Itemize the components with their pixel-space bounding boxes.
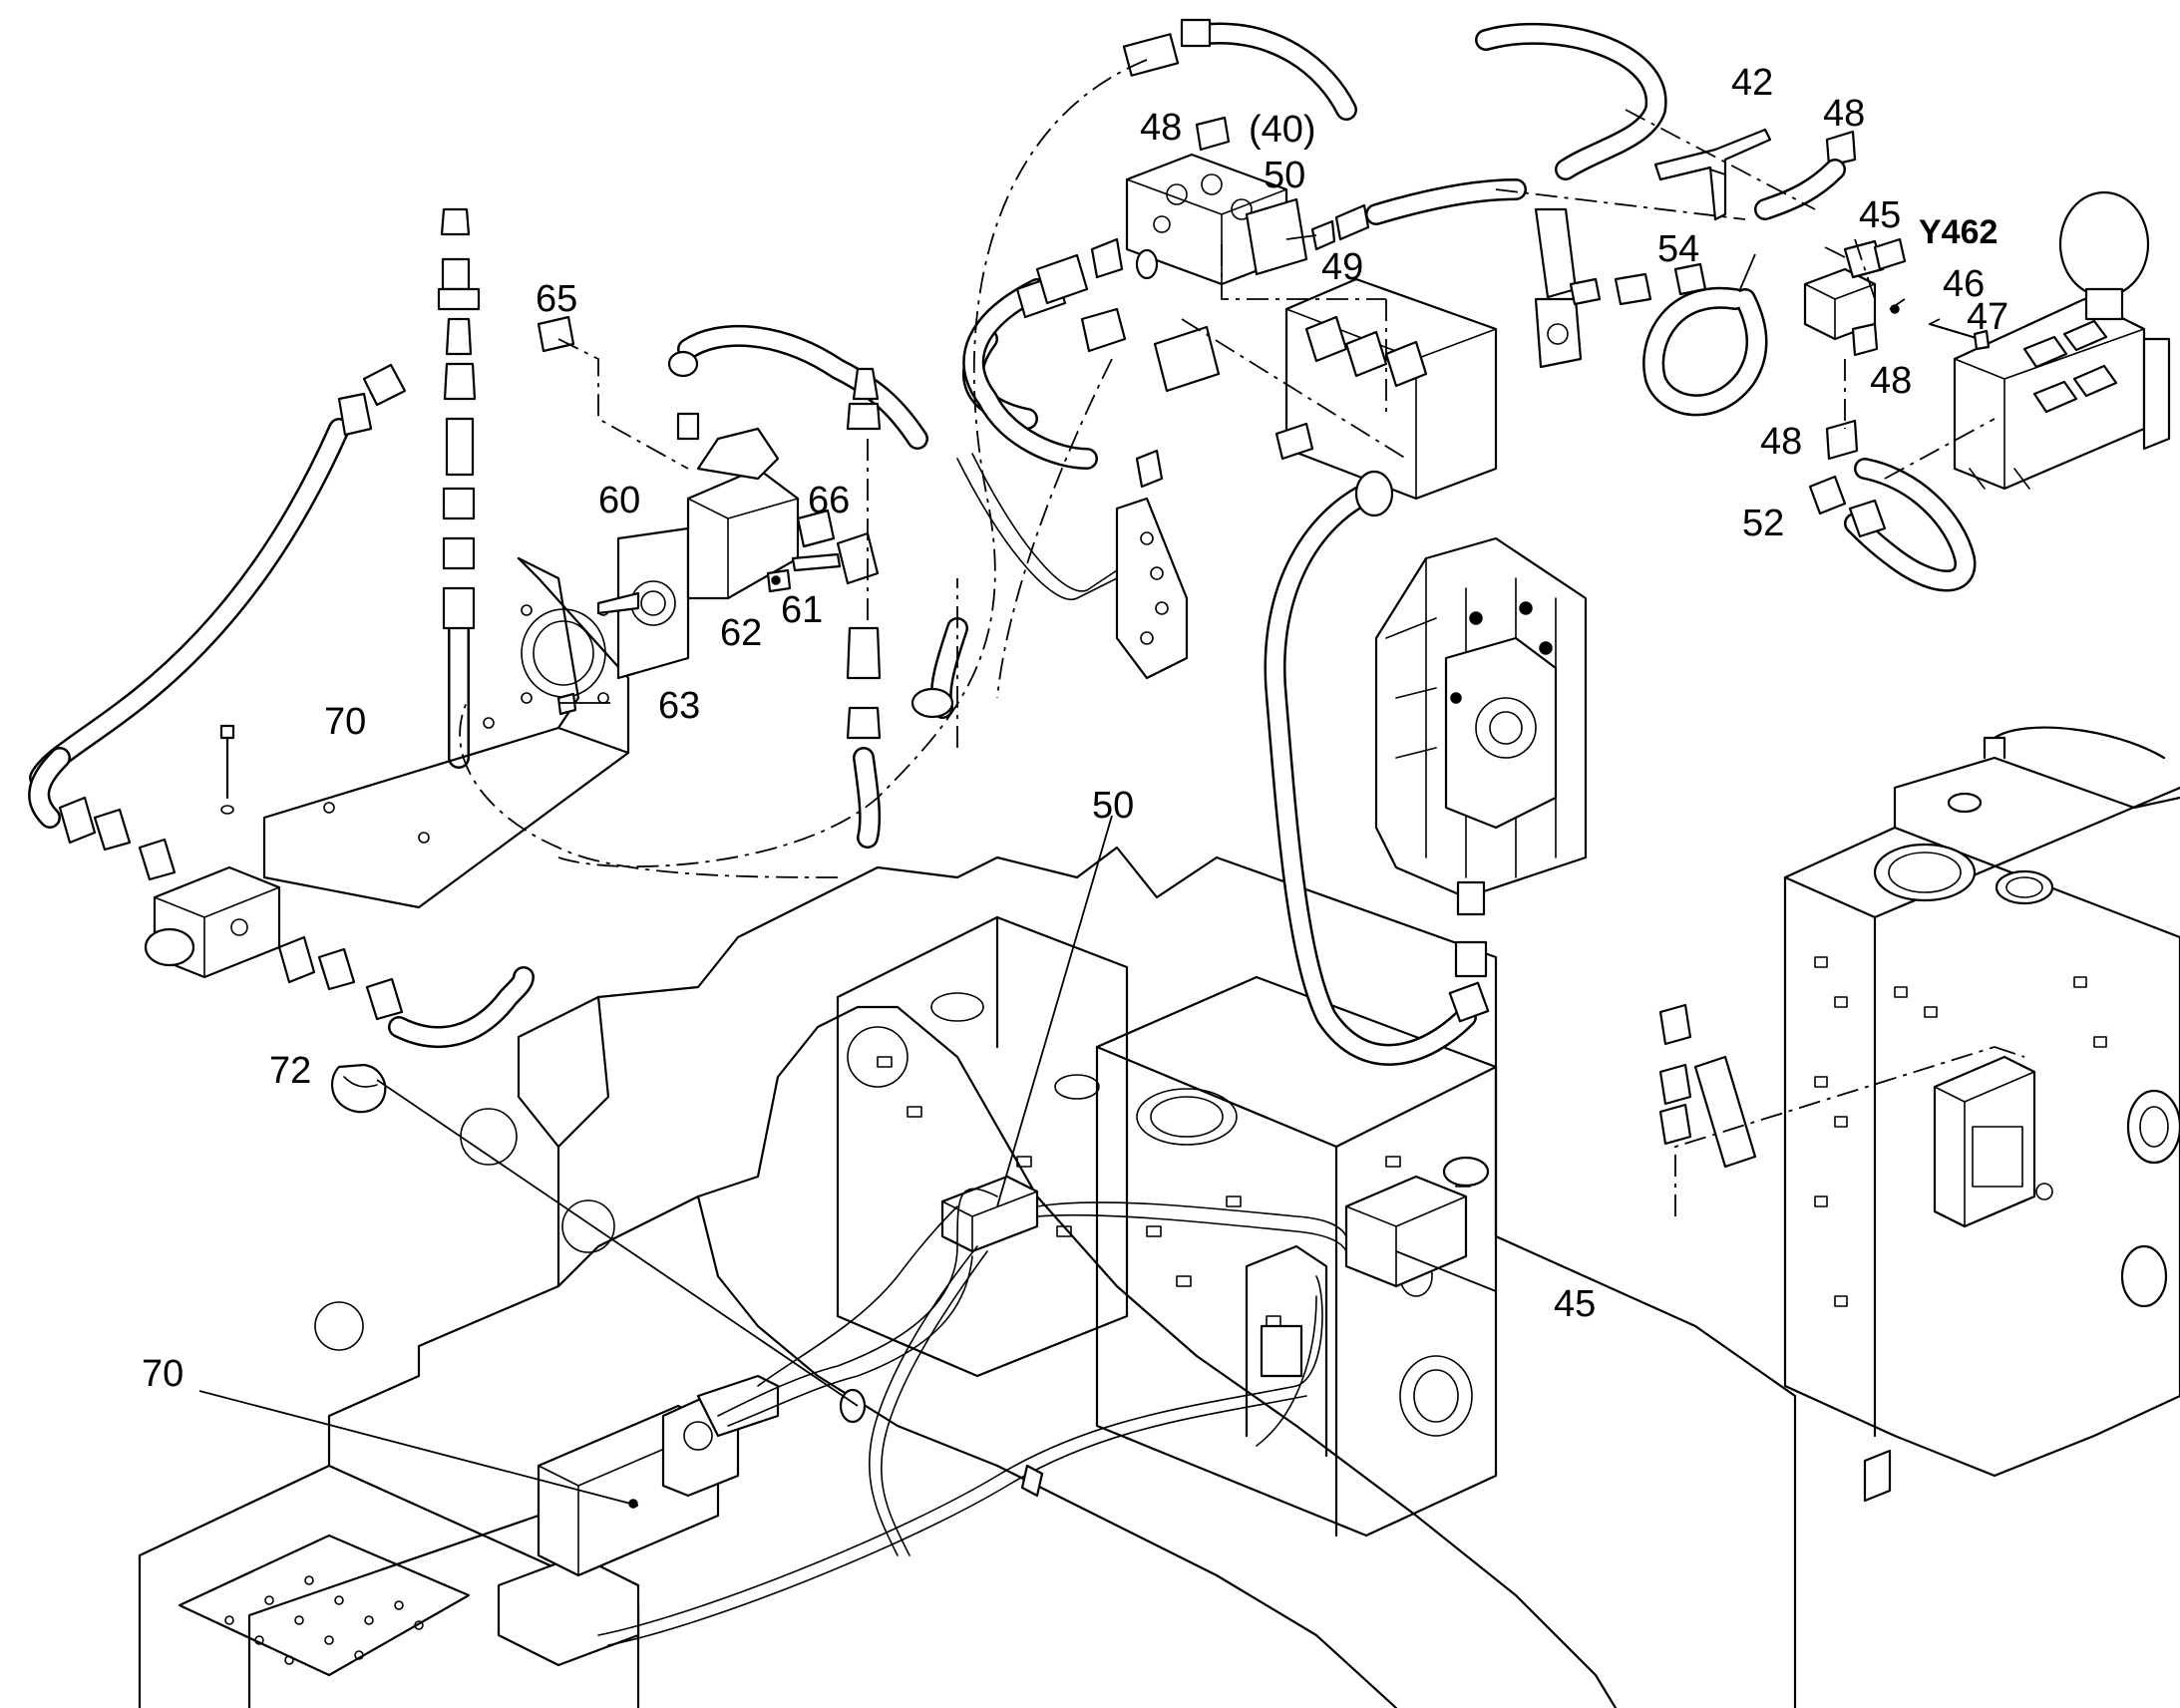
top-center-valve-group xyxy=(910,18,1667,1066)
left-pump-group xyxy=(28,207,928,1048)
label-48-top-right: 48 xyxy=(1823,93,1865,135)
label-65: 65 xyxy=(536,278,577,320)
label-70-scene: 70 xyxy=(142,1353,183,1395)
label-40: (40) xyxy=(1249,109,1316,151)
control-valve-block xyxy=(1374,536,1588,978)
label-62: 62 xyxy=(720,612,762,654)
label-48-lower-right: 48 xyxy=(1760,421,1802,463)
label-48-top-center: 48 xyxy=(1140,107,1182,149)
label-45-scene: 45 xyxy=(1554,1283,1596,1325)
label-72: 72 xyxy=(269,1050,311,1092)
machine-frame xyxy=(138,846,1797,1708)
label-54: 54 xyxy=(1657,228,1699,270)
label-50-top: 50 xyxy=(1264,155,1305,196)
label-48-right: 48 xyxy=(1870,360,1912,402)
label-63: 63 xyxy=(658,685,700,727)
label-47: 47 xyxy=(1967,296,2008,338)
callout-labels: (40) 42 45 45 46 47 48 48 48 48 49 50 50… xyxy=(142,62,2008,1395)
lower-hoses xyxy=(597,1188,1347,1646)
label-45-top: 45 xyxy=(1859,194,1901,236)
label-46: 46 xyxy=(1943,263,1985,305)
label-50-scene: 50 xyxy=(1092,785,1134,827)
label-60: 60 xyxy=(598,480,640,521)
label-52: 52 xyxy=(1742,503,1784,544)
top-right-manifold xyxy=(1953,190,2171,491)
label-66: 66 xyxy=(808,480,850,521)
label-y462: Y462 xyxy=(1919,213,1998,251)
label-49: 49 xyxy=(1321,246,1363,288)
small-parts xyxy=(331,1003,1757,1169)
connection-lines xyxy=(459,59,2025,1216)
label-42: 42 xyxy=(1731,62,1773,104)
label-61: 61 xyxy=(781,589,823,631)
leader-lines xyxy=(198,169,1941,1507)
right-housing xyxy=(1783,726,2180,1503)
top-right-parts xyxy=(1569,128,1991,592)
label-70-top: 70 xyxy=(324,701,366,743)
